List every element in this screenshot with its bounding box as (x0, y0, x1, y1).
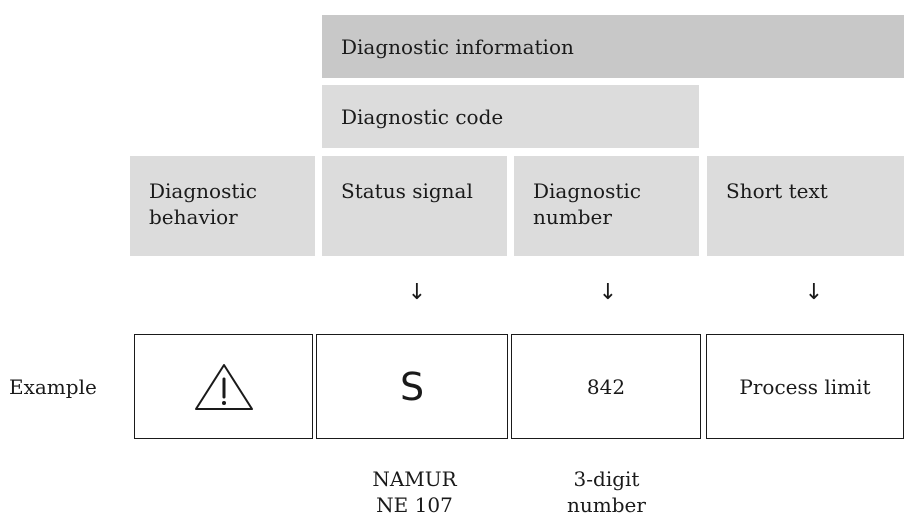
diagnostic-number-note: 3-digit number (567, 467, 646, 517)
warning-triangle-icon (194, 363, 253, 410)
status-signal-box: S (316, 334, 508, 439)
column-header-diagnostic-number: Diagnostic number (514, 156, 699, 256)
column-header-diagnostic-behavior: Diagnostic behavior (130, 156, 315, 256)
diagnostic-information-header: Diagnostic information (322, 15, 904, 78)
short-text-box: Process limit (706, 334, 904, 439)
diagnostic-number-value: 842 (586, 374, 626, 399)
behavior-box (134, 334, 313, 439)
column-header-label: Diagnostic number (533, 179, 641, 229)
short-text-value: Process limit (739, 374, 871, 399)
status-signal-value: S (399, 364, 425, 409)
down-arrow-icon: ↓ (598, 280, 618, 305)
diagnostic-code-header: Diagnostic code (322, 85, 699, 148)
down-arrow-icon: ↓ (407, 280, 427, 305)
column-header-label: Diagnostic behavior (149, 179, 257, 229)
down-arrow-icon: ↓ (804, 280, 824, 305)
status-signal-note: NAMUR NE 107 (372, 467, 457, 517)
column-header-short-text: Short text (707, 156, 904, 256)
diagnostic-number-box: 842 (511, 334, 701, 439)
diagnostic-information-label: Diagnostic information (341, 34, 574, 59)
example-label: Example (9, 375, 97, 399)
column-header-label: Short text (726, 179, 828, 203)
column-header-label: Status signal (341, 179, 473, 203)
column-header-status-signal: Status signal (322, 156, 507, 256)
diagnostic-code-label: Diagnostic code (341, 104, 504, 129)
